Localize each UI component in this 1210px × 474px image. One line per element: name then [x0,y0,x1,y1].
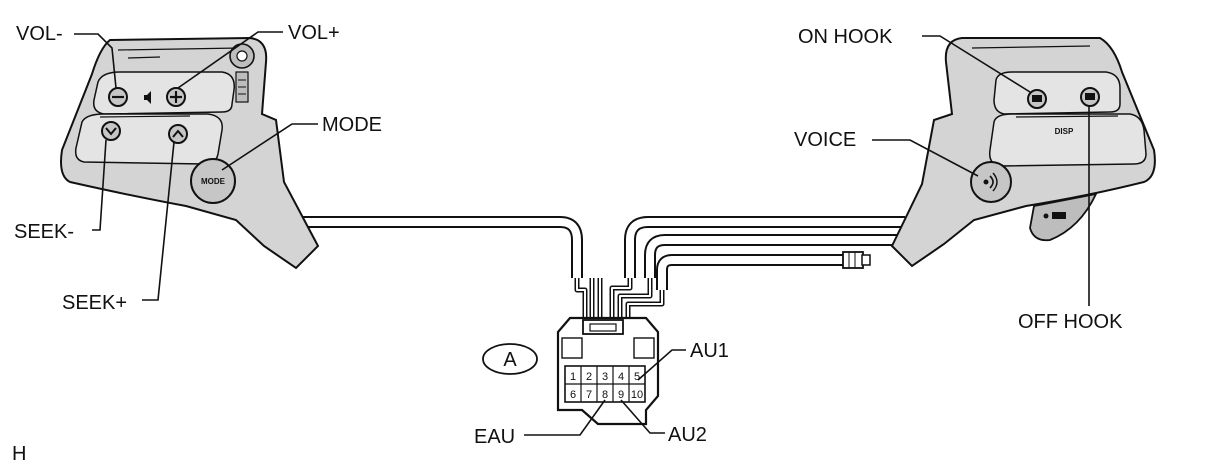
callout-labels: VOL- VOL+ MODE SEEK- SEEK+ ON HOOK VOICE… [12,22,1123,465]
chevron-down-icon [105,127,117,136]
pin-2: 2 [586,371,592,383]
seek-minus-button[interactable] [101,121,121,141]
leader-lines [74,31,1090,436]
pin-8: 8 [602,389,608,401]
seek-plus-label: SEEK+ [62,292,127,314]
plus-icon [170,91,182,103]
pin-1: 1 [570,371,576,383]
phone-icon [1085,93,1095,100]
pin-3: 3 [602,371,608,383]
pin-7: 7 [586,389,592,401]
cruise-icon [1043,212,1066,219]
vol-minus-label: VOL- [16,23,63,45]
au2-label: AU2 [668,424,707,446]
voice-icon [983,172,998,192]
connector-id-label: A [503,349,517,371]
corner-mark: H [12,443,26,465]
left-steering-switch: MODE [60,36,320,270]
pin-6: 6 [570,389,576,401]
off-hook-label: OFF HOOK [1018,311,1123,333]
wire-harness [300,216,905,318]
vol-plus-label: VOL+ [288,22,340,44]
au1-label: AU1 [690,340,729,362]
mode-label: MODE [322,114,382,136]
right-steering-switch: DISP [890,37,1156,268]
phone-icon [1032,95,1042,102]
pin-9: 9 [618,389,624,401]
mode-button[interactable] [190,158,236,204]
pin-10: 10 [631,389,643,401]
disp-button-label: DISP [1055,127,1074,136]
seek-plus-button[interactable] [168,124,188,144]
seek-minus-label: SEEK- [14,221,74,243]
eau-label: EAU [474,426,515,448]
on-hook-label: ON HOOK [798,26,893,48]
voice-label: VOICE [794,129,856,151]
connector-a: 1 2 3 4 5 6 7 8 9 10 A [482,316,660,426]
chevron-up-icon [172,129,184,138]
connector-id-badge [482,343,538,375]
mode-button-label: MODE [201,177,226,186]
pin-4: 4 [618,371,624,383]
pin-5: 5 [634,371,640,383]
voice-button[interactable] [970,161,1012,203]
speaker-icon [144,91,151,104]
